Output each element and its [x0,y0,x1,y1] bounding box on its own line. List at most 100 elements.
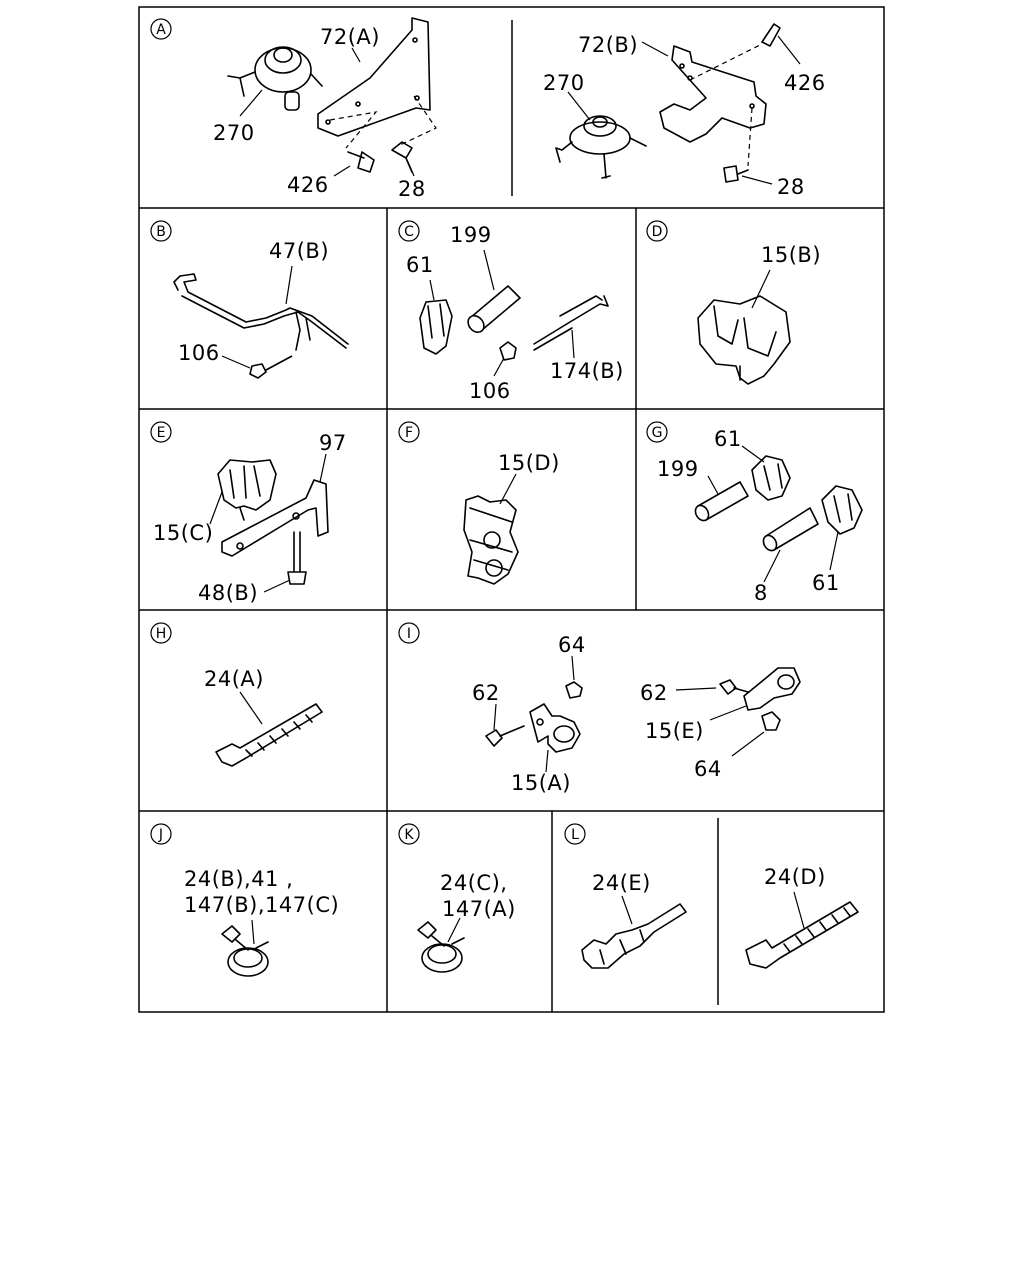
nut-64-right [761,711,781,731]
part-callout-label: 61 [812,571,840,595]
part-callout-label: 24(D) [764,865,826,889]
part-callout-label: 61 [714,427,742,451]
panel-a: A 72(A) 270 426 28 [150,17,826,201]
part-callout-label: 8 [754,581,768,605]
panel-letter: D [652,224,663,240]
pressure-regulator-left [227,46,323,111]
part-callout-label: 147(B),147(C) [184,893,339,917]
panel-letter: I [407,626,411,642]
part-callout-label: 64 [558,633,586,657]
panel-f: F 15(D) [398,421,560,585]
part-callout-label: 24(B),41 , [184,867,293,891]
panel-l: L 24(E) 24(D) [564,823,859,969]
nut-64-left [565,681,583,699]
bolt-28-left [391,141,413,173]
leader-line [641,41,669,57]
nut-106 [249,355,293,379]
part-callout-label: 48(B) [198,581,258,605]
bolt-62-right [719,679,749,695]
panel-d: D 15(B) [646,220,821,385]
panel-l-marker: L [564,823,586,845]
part-callout-label: 270 [213,121,255,145]
part-callout-label: 106 [178,341,220,365]
part-callout-label: 199 [657,457,699,481]
panel-b-marker: B [150,220,172,242]
leader-line [545,749,549,773]
bolt-426-left [347,151,375,173]
leader-line [351,47,361,63]
panel-b: B 47(B) 106 [150,220,349,379]
leader-line [447,917,461,943]
panel-c: C 199 61 106 174(B) [398,220,623,403]
bolt-28-right [723,165,749,183]
leader-line [777,35,801,65]
leader-line [285,265,293,305]
leader-line [571,329,575,359]
panel-g-marker: G [646,421,668,443]
panel-letter: G [652,425,663,441]
panel-j-marker: J [150,823,172,845]
leader-line [829,531,839,571]
part-callout-label: 24(A) [204,667,264,691]
part-callout-label: 24(C), [440,871,507,895]
cable-tie-24a [215,703,323,767]
leader-line [319,453,327,483]
clip-15d [463,495,519,585]
hose-199 [467,285,521,334]
leader-line [571,655,575,681]
panel-g: G 61 199 8 61 [646,421,863,605]
clip-15b [697,295,791,385]
panel-k-marker: K [398,823,420,845]
panel-e: E 97 15(C) 48(B) [150,421,347,605]
part-callout-label: 97 [319,431,347,455]
hose-199-g [694,481,749,522]
part-callout-label: 62 [472,681,500,705]
panel-letter: F [405,425,413,441]
leader-line [621,895,633,925]
panel-i-marker: I [398,622,420,644]
pipe-47b [173,273,349,351]
part-callout-label: 15(B) [761,243,821,267]
bracket-72b [659,45,767,143]
panel-letter: E [157,425,166,441]
panel-letter: C [404,224,414,240]
leader-line [741,445,765,463]
clip-61-top [751,455,791,501]
bolt-174b [533,295,609,351]
bolt-426-right [761,23,781,47]
leader-line [567,91,591,121]
panel-h: H 24(A) [150,622,323,767]
leader-line [675,687,717,691]
part-callout-label: 147(A) [442,897,516,921]
clip-15c [217,459,277,521]
panel-k: K 24(C), 147(A) [398,823,516,973]
hose-clamp-j [221,925,269,977]
bolt-62-left [485,725,525,747]
part-callout-label: 15(A) [511,771,571,795]
cable-tie-24e [581,903,687,969]
pressure-regulator-right [555,115,647,179]
leader-line [239,691,263,725]
part-callout-label: 106 [469,379,511,403]
part-callout-label: 61 [406,253,434,277]
leader-line [493,357,505,377]
nut-106-c [499,341,517,361]
part-callout-label: 28 [398,177,426,201]
part-callout-label: 426 [784,71,826,95]
panel-c-marker: C [398,220,420,242]
clip-61-bottom [821,485,863,535]
panel-d-marker: D [646,220,668,242]
panel-i: I 64 62 15(A) [398,622,801,795]
hose-clamp-k [417,921,465,973]
part-callout-label: 47(B) [269,239,329,263]
panel-e-marker: E [150,421,172,443]
leader-line [763,549,781,583]
leader-line [731,731,765,757]
leader-line [707,475,719,495]
leader-line [209,491,223,525]
part-callout-label: 15(D) [498,451,560,475]
leader-line [793,891,805,929]
bracket-97 [221,479,329,557]
panel-j: J 24(B),41 , 147(B),147(C) [150,823,339,977]
leader-line [493,703,497,731]
